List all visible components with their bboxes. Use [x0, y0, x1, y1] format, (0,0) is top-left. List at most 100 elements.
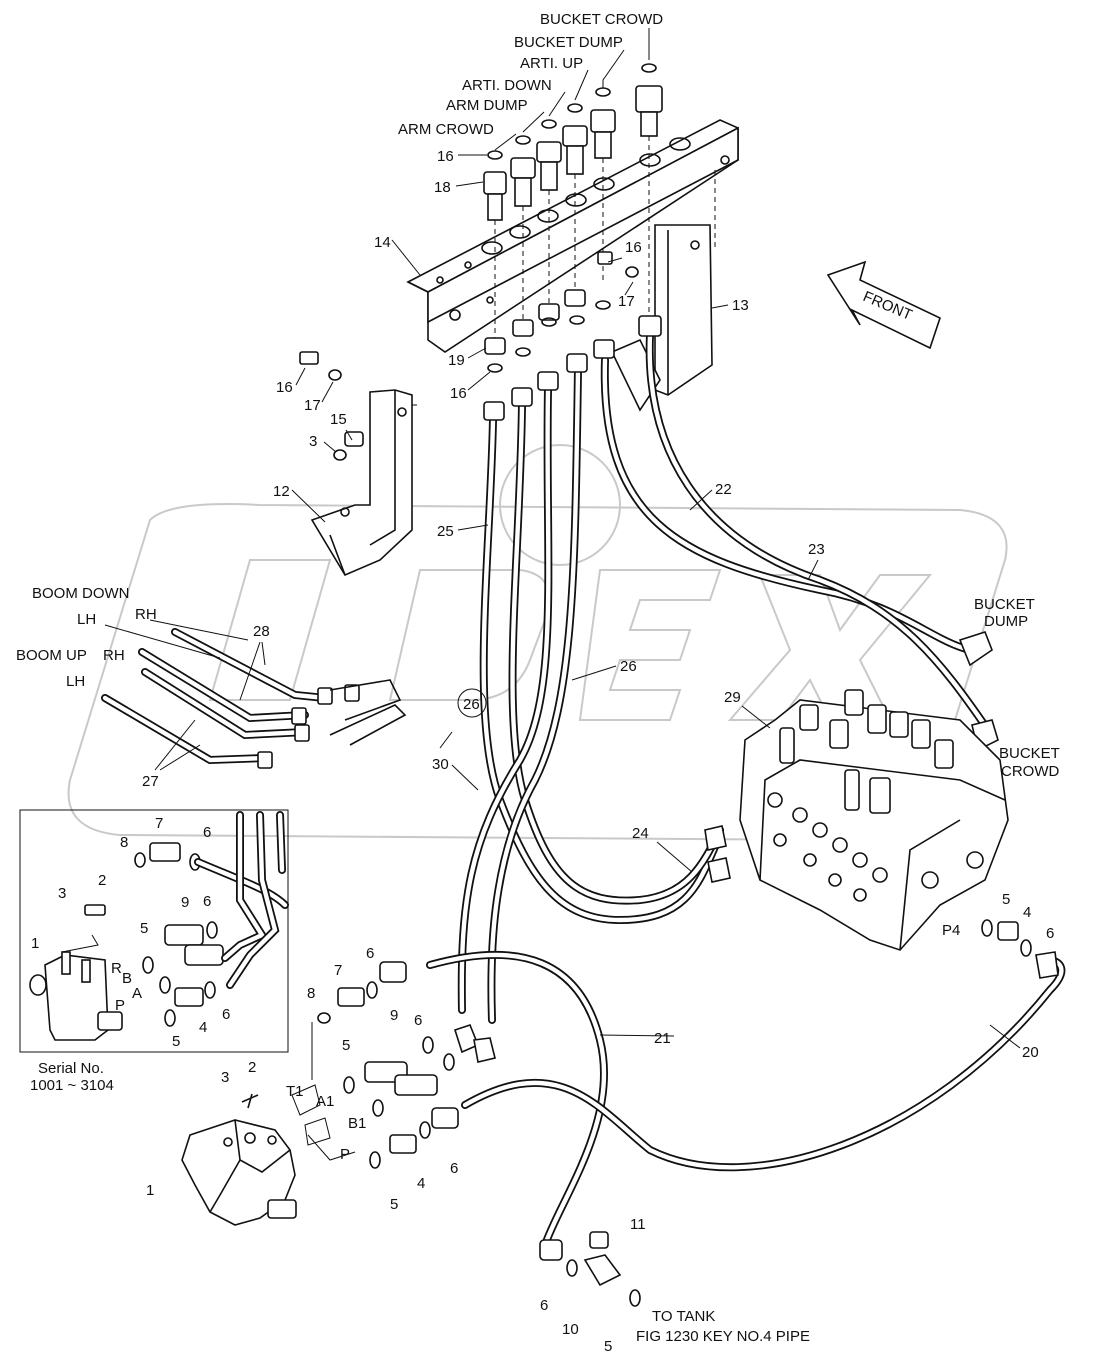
callout-8b: 8 — [307, 985, 315, 1002]
top-leaders — [494, 28, 650, 151]
callout-18: 18 — [434, 179, 451, 196]
callout-13: 13 — [732, 297, 749, 314]
hose-ends — [379, 315, 1059, 1261]
p4-fittings — [981, 919, 1032, 957]
label-inset-b: B — [122, 970, 132, 987]
label-inset-r: R — [111, 960, 122, 977]
label-lh-2: LH — [66, 673, 85, 690]
hose-30b — [487, 366, 582, 1024]
callout-30: 30 — [432, 756, 449, 773]
label-serial-2: 1001 ~ 3104 — [30, 1077, 114, 1094]
alignment-lines — [412, 136, 716, 406]
valve-spools — [779, 689, 954, 814]
label-boom-down: BOOM DOWN — [32, 585, 130, 602]
control-valve-29 — [739, 689, 1009, 951]
callout-4: 4 — [199, 1019, 207, 1036]
callout-7: 7 — [155, 815, 163, 832]
pilot-port-fittings — [291, 981, 455, 1169]
valve-ports — [767, 792, 984, 902]
label-bucket-crowd-top: BUCKET CROWD — [540, 11, 663, 28]
callouts: 16 18 14 16 17 13 19 16 16 17 15 3 12 25… — [31, 148, 1054, 1355]
callout-16c: 16 — [450, 385, 467, 402]
callout-21: 21 — [654, 1030, 671, 1047]
label-port-p: P — [340, 1146, 350, 1163]
label-bucket-dump-top: BUCKET DUMP — [514, 34, 623, 51]
callout-6g: 6 — [540, 1297, 548, 1314]
callout-5f: 5 — [1002, 891, 1010, 908]
label-rh-1: RH — [135, 606, 157, 623]
callout-6b: 6 — [203, 893, 211, 910]
label-arm-dump: ARM DUMP — [446, 97, 528, 114]
callout-28: 28 — [253, 623, 270, 640]
callout-1: 1 — [31, 935, 39, 952]
serial-inset — [19, 809, 289, 1053]
callout-12: 12 — [273, 483, 290, 500]
callout-2b: 2 — [248, 1059, 256, 1076]
callout-1b: 1 — [146, 1182, 154, 1199]
hose-20 — [461, 956, 1066, 1172]
callout-3: 3 — [309, 433, 317, 450]
callout-26: 26 — [620, 658, 637, 675]
label-arti-down: ARTI. DOWN — [462, 77, 552, 94]
label-bucket-dump-right-1: BUCKET — [974, 596, 1035, 613]
callout-16b: 16 — [625, 239, 642, 256]
fitting-arti-down — [536, 119, 562, 191]
manifold-bracket — [406, 119, 739, 353]
callout-6f: 6 — [450, 1160, 458, 1177]
callout-14: 14 — [374, 234, 391, 251]
callout-26-circled: 26 — [463, 696, 480, 713]
callout-3c: 3 — [221, 1069, 229, 1086]
callout-5: 5 — [140, 920, 148, 937]
fitting-arti-up — [562, 103, 588, 175]
callout-4c: 4 — [1023, 904, 1031, 921]
label-bucket-dump-right-2: DUMP — [984, 613, 1028, 630]
callout-17a: 17 — [618, 293, 635, 310]
callout-22: 22 — [715, 481, 732, 498]
callout-29: 29 — [724, 689, 741, 706]
callout-leaders — [154, 154, 1021, 1049]
callout-5b: 5 — [172, 1033, 180, 1050]
label-bucket-crowd-right-2: CROWD — [1001, 763, 1059, 780]
fitting-bucket-crowd — [635, 63, 663, 137]
callout-6: 6 — [203, 824, 211, 841]
label-port-b1: B1 — [348, 1115, 366, 1132]
callout-6d: 6 — [366, 945, 374, 962]
hose-21 — [426, 950, 608, 1249]
callout-20: 20 — [1022, 1044, 1039, 1061]
callout-9b: 9 — [390, 1007, 398, 1024]
fitting-bucket-dump — [590, 87, 616, 159]
hose-23 — [645, 331, 992, 734]
hose-30a — [457, 386, 553, 1014]
boom-pipes — [101, 619, 407, 769]
hose-25 — [479, 416, 722, 925]
callout-5d: 5 — [390, 1196, 398, 1213]
lower-fittings — [299, 251, 639, 461]
label-boom-up: BOOM UP — [16, 647, 87, 664]
callout-17b: 17 — [304, 397, 321, 414]
label-lh-1: LH — [77, 611, 96, 628]
label-to-tank-2: FIG 1230 KEY NO.4 PIPE — [636, 1328, 810, 1345]
callout-5c: 5 — [342, 1037, 350, 1054]
label-inset-a: A — [132, 985, 142, 1002]
callout-15: 15 — [330, 411, 347, 428]
callout-3b: 3 — [58, 885, 66, 902]
callout-16a: 16 — [437, 148, 454, 165]
callout-26-circle — [457, 688, 487, 718]
callout-24: 24 — [632, 825, 649, 842]
hose-22 — [600, 356, 974, 654]
label-bucket-crowd-right-1: BUCKET — [999, 745, 1060, 762]
label-serial-1: Serial No. — [38, 1060, 104, 1077]
callout-16d: 16 — [276, 379, 293, 396]
callout-23: 23 — [808, 541, 825, 558]
callout-7b: 7 — [334, 962, 342, 979]
label-rh-2: RH — [103, 647, 125, 664]
callout-6e: 6 — [414, 1012, 422, 1029]
callout-11: 11 — [630, 1216, 646, 1233]
callout-25: 25 — [437, 523, 454, 540]
callout-9: 9 — [181, 894, 189, 911]
hose-26 — [508, 401, 724, 905]
pilot-valve-1 — [181, 1093, 297, 1226]
text-labels: BUCKET CROWD BUCKET DUMP ARTI. UP ARTI. … — [16, 11, 1060, 1345]
callout-27: 27 — [142, 773, 159, 790]
callout-4b: 4 — [417, 1175, 425, 1192]
